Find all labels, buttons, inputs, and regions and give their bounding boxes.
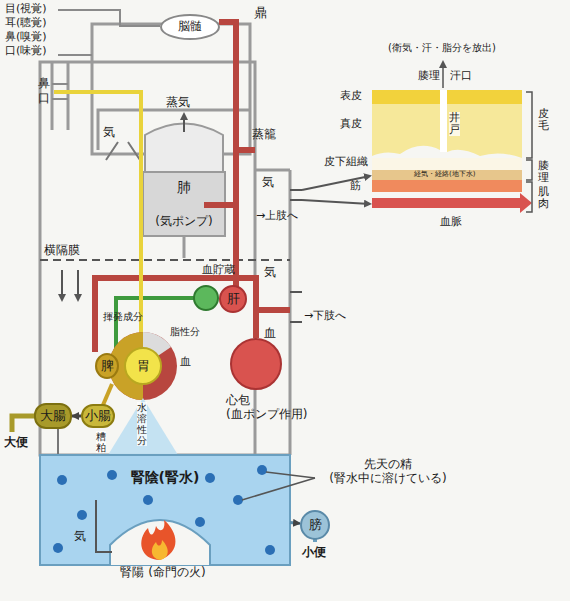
diagram-label: 気 [264, 266, 276, 280]
diagram-label: 腠理 [538, 160, 549, 184]
diagram-label: 気 [74, 530, 86, 544]
skin-inset [372, 62, 532, 213]
organ-name: 肝 [227, 292, 240, 307]
diagram-label: (衛気・汗・脂分を放出) [388, 42, 496, 54]
flow-arrows [62, 176, 370, 322]
organ-node: 心包 (血ポンプ作用) [230, 338, 282, 390]
body-frame [40, 24, 290, 455]
diagram-label: 血 [180, 356, 191, 369]
diagram-label: 血 [264, 327, 276, 341]
diagram-label: →下肢へ [304, 310, 346, 323]
waste-pipe [12, 416, 36, 432]
diagram-label: 皮毛 [538, 108, 549, 132]
diagram-label: 真皮 [340, 118, 362, 131]
diagram-label: 口(味覚) [5, 45, 47, 58]
diagram-label: 肌肉 [538, 186, 549, 210]
sense-lines [52, 10, 160, 99]
flow-connector [290, 523, 300, 524]
diagram-label: 揮発成分 [103, 311, 143, 323]
organ-name: 脾 [101, 359, 114, 374]
diagram-label: 表皮 [340, 90, 362, 103]
diagram-label: →上肢へ [256, 210, 298, 223]
organ-node: 脾 [95, 353, 119, 379]
diagram-label: 目(視覚) [5, 3, 47, 16]
organ-name: 胃 [137, 359, 150, 374]
diagram-label: 鼎 [254, 6, 267, 20]
diagram-label: 蒸気 [166, 96, 190, 110]
diagram-label: 経気・経絡(地下水) [414, 170, 475, 178]
diagram-label: 腠理 [418, 70, 440, 83]
diagram-label: 鼻(嗅覚) [5, 31, 47, 44]
organ-node: 肺 (気ポンプ) [145, 174, 223, 234]
diagram-label: 気 [103, 126, 115, 140]
diagram-label: 腎陽 (命門の火) [120, 566, 206, 580]
organ-name: 心包 (血ポンプ作用) [226, 394, 330, 422]
green-organ [194, 286, 218, 310]
kidney-tank [40, 455, 315, 565]
diagram-label: 血脈 [440, 216, 462, 229]
stomach-pie [109, 332, 177, 400]
blood-pipes [95, 22, 290, 352]
diagram-label: 筋 [350, 180, 361, 193]
organ-node: 大腸 [34, 403, 72, 429]
diagram-label: 鼻 [38, 77, 50, 91]
organ-node: 脳髄 [160, 14, 220, 40]
diagram-label: 水溶性分 [137, 402, 147, 446]
diagram-label: 蒸籠 [252, 128, 276, 142]
yellow-pipe [54, 92, 141, 348]
diagram-label: 気 [262, 176, 274, 190]
diagram-label: 皮下組織 [324, 156, 368, 169]
diagram-label: 糟粕 [96, 431, 106, 453]
organ-name: 脳髄 [178, 20, 202, 34]
diagram-label: 汗口 [450, 70, 472, 83]
diagram-label: 井戸 [449, 112, 460, 136]
flow-connector [72, 415, 81, 418]
organ-node: 腎陰(腎水) [40, 455, 290, 565]
organ-node: 肝 [219, 285, 247, 313]
organ-name: 膀 [309, 518, 322, 533]
diagram-label: 耳(聴覚) [5, 17, 47, 30]
diagram-label: 先天の精 (腎水中に溶けている) [318, 458, 458, 486]
diagram-label: 小便 [302, 546, 326, 560]
diagram-label: 大便 [4, 436, 28, 450]
diagram-label: 口 [38, 92, 50, 106]
organ-name: 肺 [177, 179, 191, 195]
organ-name: 小腸 [85, 409, 111, 424]
diagram-label: 脂性分 [170, 326, 200, 338]
organ-node: 膀 [300, 510, 330, 540]
diagram-label: 血貯蔵 [202, 264, 235, 277]
organ-node: 胃 [124, 347, 162, 385]
lung-chamber [106, 114, 225, 258]
organ-name: 大腸 [40, 409, 66, 424]
water-flow [108, 398, 178, 455]
organ-name: 腎陰(腎水) [131, 469, 200, 485]
organ-name: (気ポンプ) [155, 215, 212, 229]
diagram-label: 横隔膜 [44, 244, 80, 258]
organ-node: 小腸 [81, 404, 115, 428]
diaphragm-line [40, 259, 290, 261]
